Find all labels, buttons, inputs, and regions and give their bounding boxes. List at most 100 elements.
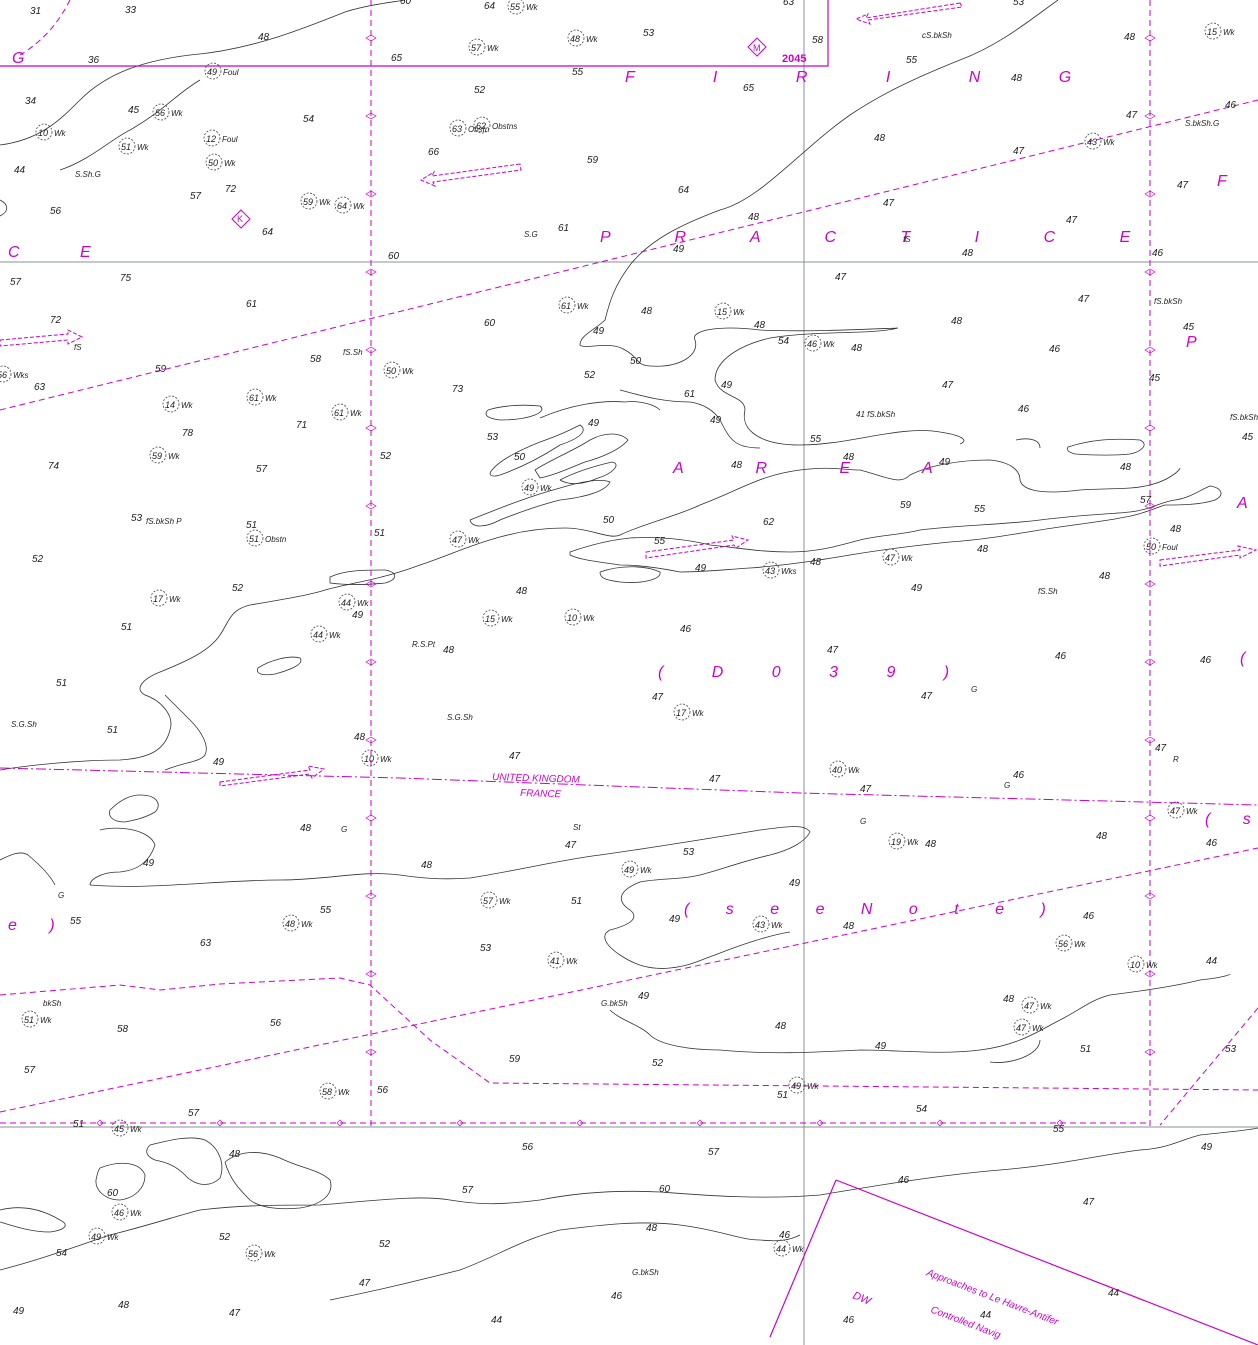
wreck-depth: 49 (91, 1232, 101, 1242)
wreck-label: Wk (107, 1233, 120, 1242)
depth-sounding: 48 (1003, 994, 1015, 1005)
depth-sounding: 47 (652, 692, 664, 703)
wreck-label: Wk (224, 159, 237, 168)
depth-sounding: 56 (522, 1142, 534, 1153)
boundary-tick (936, 1119, 944, 1127)
depth-sounding: 48 (443, 645, 455, 656)
wreck-label: Wk (329, 631, 342, 640)
wreck-circle (829, 760, 847, 778)
seabed-label: fS.Sh (343, 348, 363, 357)
depth-sounding: 48 (1011, 73, 1023, 84)
wreck-depth: 46 (807, 339, 817, 349)
wreck-label: Wk (1040, 1002, 1053, 1011)
depth-sounding: 55 (654, 536, 666, 547)
depth-sounding: 55 (320, 905, 332, 916)
wreck-label: Foul (1162, 543, 1178, 552)
wreck-circle (804, 334, 822, 352)
wreck-label: Wk (771, 921, 784, 930)
wreck-label: Wk (1032, 1024, 1045, 1033)
depth-sounding: 57 (708, 1147, 720, 1158)
depth-sounding: 55 (810, 434, 822, 445)
depth-sounding: 53 (1225, 1044, 1237, 1055)
depth-sounding: 51 (777, 1090, 788, 1101)
depth-sounding: 46 (1049, 344, 1061, 355)
wreck-icon: 56Wks (0, 365, 29, 383)
seabed-label: fS.Sh (1038, 587, 1058, 596)
dashed-arrow-icons (0, 2, 1258, 787)
wreck-depth: 10 (567, 613, 577, 623)
depth-sounding: 58 (310, 354, 322, 365)
depth-sounding: 44 (14, 165, 26, 176)
seabed-label: S.G.Sh (11, 720, 37, 729)
depth-sounding: 52 (380, 451, 392, 462)
seabed-label: fS.bkSh P (146, 517, 182, 526)
depth-sounding: 49 (13, 1306, 25, 1317)
wreck-depth: 62 (476, 121, 486, 131)
edge-label-right-a: A (1236, 495, 1250, 512)
wreck-circle (246, 529, 264, 547)
wreck-circle (547, 951, 565, 969)
depth-sounding: 64 (484, 1, 496, 12)
depth-sounding: 49 (695, 563, 707, 574)
boundary-tick-marks (96, 34, 1156, 1127)
depth-sounding: 49 (673, 244, 685, 255)
depth-sounding: 78 (182, 428, 194, 439)
boundary-tick (365, 736, 377, 744)
boundary-tick (1144, 814, 1156, 822)
boundary-tick (1144, 502, 1156, 510)
seabed-label: G.bkSh (601, 999, 628, 1008)
wreck-circle (788, 1076, 806, 1094)
depth-sounding: 46 (1225, 100, 1237, 111)
depth-sounding: 48 (1120, 462, 1132, 473)
wreck-label: Wk (540, 484, 553, 493)
wreck-circle (35, 123, 53, 141)
wreck-circle (621, 860, 639, 878)
wreck-circle (567, 29, 585, 47)
chart-number: 2045 (782, 53, 806, 65)
depth-sounding: 36 (88, 55, 100, 66)
controlled-navigation-area (769, 1179, 1258, 1345)
seabed-label: fS (903, 235, 911, 244)
wreck-circle (449, 119, 467, 137)
wreck-depth: 49 (207, 67, 217, 77)
wreck-label: Wk (901, 554, 914, 563)
depth-sounding: 44 (980, 1310, 992, 1321)
wreck-circle (203, 129, 221, 147)
depth-sounding: 49 (789, 878, 801, 889)
wreck-circle (882, 548, 900, 566)
depth-sounding: 47 (229, 1308, 241, 1319)
firing-area-label: F I R I N G (625, 69, 1099, 86)
depth-sounding: 72 (50, 315, 62, 326)
anchor-diamond-icons (231, 37, 767, 229)
depth-sounding: 47 (942, 380, 954, 391)
wreck-depth: 56 (1058, 939, 1068, 949)
wreck-depth: 61 (334, 408, 344, 418)
wreck-label: Wk (265, 394, 278, 403)
depth-sounding: 49 (588, 418, 600, 429)
wreck-circle (1167, 801, 1185, 819)
wreck-circle (149, 446, 167, 464)
boundary-tick (365, 970, 377, 978)
depth-sounding: 49 (939, 457, 951, 468)
depth-sounding: 51 (121, 622, 132, 633)
depth-sounding: 54 (56, 1248, 68, 1259)
wreck-depth: 45 (114, 1124, 125, 1134)
depth-sounding: 49 (638, 991, 650, 1002)
wreck-label: Wk (380, 755, 393, 764)
depth-sounding: 54 (778, 336, 790, 347)
depth-sounding: 48 (775, 1021, 787, 1032)
depth-sounding: 57 (256, 464, 268, 475)
